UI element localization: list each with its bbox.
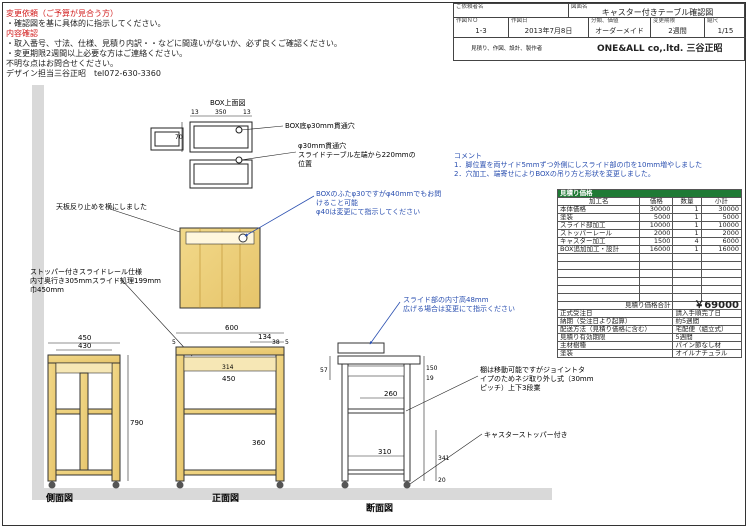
content-title: 内容確認 bbox=[6, 29, 38, 38]
sec-310: 310 bbox=[378, 448, 391, 456]
drawing-date: 2013年7月8日 bbox=[524, 27, 573, 35]
box-title: BOX上面図 bbox=[210, 98, 246, 107]
section-view bbox=[329, 342, 437, 489]
slide-note-1: スライド部の内寸高48mm bbox=[403, 295, 489, 304]
height-dim: 790 bbox=[130, 419, 143, 427]
sec-20: 20 bbox=[438, 477, 446, 484]
content-line-2: ・変更期限2週間以上必要な方はご連絡ください。 bbox=[6, 49, 188, 58]
company-name: ONE&ALL co,.ltd. 三谷正昭 bbox=[597, 44, 723, 54]
deadline: 2週間 bbox=[668, 27, 687, 35]
front-450: 450 bbox=[222, 375, 235, 383]
rail-note-2: 内寸奥行き305mmスライド処理199mm bbox=[30, 276, 161, 285]
info-cell: 塗装 bbox=[556, 349, 674, 358]
front-view-label: 正面図 bbox=[212, 493, 239, 504]
slide-note-2: 広げる場合は変更にて指示ください bbox=[403, 304, 515, 313]
scale: 1/15 bbox=[717, 27, 734, 35]
box-hole-note: BOX底φ30mm貫通穴 bbox=[285, 121, 355, 130]
front-5b: 5 bbox=[285, 339, 289, 346]
box-dim-center: 350 bbox=[215, 109, 227, 116]
side-view-label: 側面図 bbox=[45, 492, 73, 504]
content-line-3: 不明な点はお問合せください。 bbox=[6, 59, 118, 68]
request-line: ・確認図を基に具体的に指示してください。 bbox=[6, 19, 166, 28]
front-134: 134 bbox=[258, 333, 272, 341]
lid-note-3: φ40は変更にて指示してください bbox=[316, 207, 420, 216]
company-note: 見積り、作図、設計、製作者 bbox=[471, 46, 543, 52]
info-cell: オイルナチュラル bbox=[672, 349, 742, 358]
sec-260: 260 bbox=[384, 390, 397, 398]
box-dim-right: 13 bbox=[243, 109, 251, 116]
box-top-view bbox=[150, 115, 253, 189]
drawing-name: キャスター付きテーブル確認図 bbox=[601, 8, 714, 17]
comment-line-2: 2．穴加工、端寄せによりBOXの吊り方と形状を変更しました。 bbox=[454, 170, 655, 178]
rail-note-1: ストッパー付きスライドレール仕様 bbox=[30, 267, 142, 276]
customer-label: ご依頼者名 bbox=[456, 4, 484, 10]
side-inner: 430 bbox=[78, 342, 91, 350]
box-dim-70: 70 bbox=[175, 134, 183, 141]
sec-57: 57 bbox=[320, 367, 328, 374]
sec-150: 150 bbox=[426, 365, 438, 372]
request-title: 変更依頼（ご予算が見合う方） bbox=[6, 9, 118, 18]
side-view bbox=[47, 342, 129, 489]
front-width: 600 bbox=[225, 324, 238, 332]
info-row: 塗装オイルナチュラル bbox=[556, 349, 742, 358]
front-360: 360 bbox=[252, 439, 265, 447]
title-block: ご依頼者名 図面名 キャスター付きテーブル確認図 作図ＮＯ 1-3 作図日 20… bbox=[453, 3, 746, 61]
sec-19: 19 bbox=[426, 375, 434, 382]
deadline-label: 変更期限 bbox=[653, 18, 676, 24]
drawing-name-label: 図面名 bbox=[571, 4, 588, 10]
date-label: 作図日 bbox=[511, 18, 528, 24]
scale-label: 縮尺 bbox=[707, 18, 719, 24]
hole-note-3: 位置 bbox=[298, 159, 312, 168]
category-label: 分類、価値 bbox=[591, 18, 619, 24]
caster-note: キャスターストッパー付き bbox=[484, 430, 568, 439]
screw-note-2: イプのためネジ取り外し式（30mm bbox=[480, 374, 594, 383]
front-5: 5 bbox=[172, 339, 176, 346]
category: オーダーメイド bbox=[595, 27, 644, 35]
hole-note-2: スライドテーブル左端から220mmの bbox=[298, 150, 416, 159]
screw-note-3: ピッチ）上下3段業 bbox=[480, 383, 540, 392]
number-label: 作図ＮＯ bbox=[456, 18, 479, 24]
top-note: 天板反り止めを横にしました bbox=[56, 202, 147, 211]
lid-note-2: けること可能 bbox=[316, 198, 358, 207]
rail-note-3: 巾450mm bbox=[30, 285, 64, 294]
box-dim-left: 13 bbox=[191, 109, 199, 116]
section-view-label: 断面図 bbox=[366, 502, 393, 514]
content-line-1: ・取入番号、寸法、仕様、見積り内訳・・などに間違いがないか、必ず良くご確認くださ… bbox=[6, 39, 342, 48]
comment-title: コメント bbox=[454, 152, 482, 160]
front-38: 38 bbox=[272, 339, 280, 346]
hole-note-1: φ30mm貫通穴 bbox=[298, 141, 346, 150]
drawing-number: 1-3 bbox=[475, 27, 487, 35]
front-view bbox=[175, 332, 285, 489]
contact-line: デザイン担当三谷正昭 tel072-630-3360 bbox=[6, 69, 161, 78]
screw-note-1: 棚は移動可能ですがジョイントタ bbox=[480, 365, 585, 374]
side-width: 450 bbox=[78, 334, 91, 342]
comment-line-1: 1．脚位置を両サイド5mmずつ外側にしスライド部の巾を10mm増やしました bbox=[454, 161, 703, 169]
wall bbox=[32, 85, 44, 495]
lid-note-1: BOXのふたφ30ですがφ40mmでもお問 bbox=[316, 189, 441, 198]
floor bbox=[32, 488, 552, 500]
tabletop-plan bbox=[179, 227, 261, 309]
front-314: 314 bbox=[222, 364, 234, 371]
sec-341: 341 bbox=[438, 455, 450, 462]
